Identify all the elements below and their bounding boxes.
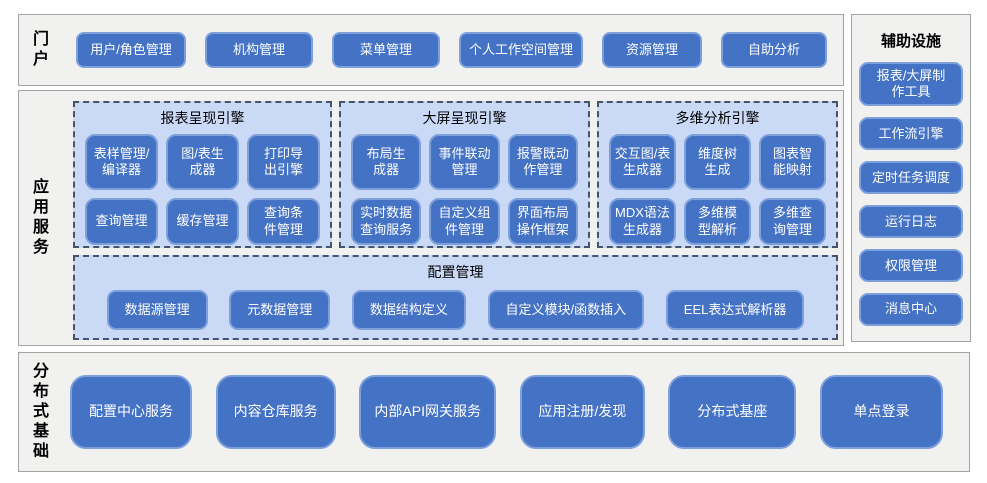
distributed-base-button[interactable]: 分布式基座 (668, 375, 797, 449)
scheduled-task-scheduler-button[interactable]: 定时任务调度 (859, 161, 963, 195)
internal-api-gateway-service-button[interactable]: 内部API网关服务 (359, 375, 497, 449)
engine-panels-row: 报表呈现引擎 表样管理/ 编译器 图/表生 成器 打印导 出引擎 查询管理 缓存… (73, 101, 838, 248)
menu-management-button[interactable]: 菜单管理 (332, 32, 440, 68)
personal-workspace-management-button[interactable]: 个人工作空间管理 (459, 32, 583, 68)
print-export-engine-button[interactable]: 打印导 出引擎 (247, 134, 320, 190)
custom-component-management-button[interactable]: 自定义组 件管理 (429, 198, 500, 245)
engine-panel-olap-title: 多维分析引擎 (675, 110, 760, 126)
cache-management-button[interactable]: 缓存管理 (166, 198, 239, 245)
user-role-management-button[interactable]: 用户/角色管理 (76, 32, 186, 68)
run-log-button[interactable]: 运行日志 (859, 205, 963, 239)
distributed-base-section: 分布式基础 配置中心服务 内容仓库服务 内部API网关服务 应用注册/发现 分布… (18, 352, 970, 472)
portal-section-label: 门户 (32, 31, 49, 68)
realtime-data-query-service-button[interactable]: 实时数据 查询服务 (351, 198, 422, 245)
permission-management-button[interactable]: 权限管理 (859, 249, 963, 283)
auxiliary-section: 辅助设施 报表/大屏制 作工具 工作流引擎 定时任务调度 运行日志 权限管理 消… (851, 14, 971, 342)
report-template-compiler-button[interactable]: 表样管理/ 编译器 (85, 134, 158, 190)
app-services-content: 报表呈现引擎 表样管理/ 编译器 图/表生 成器 打印导 出引擎 查询管理 缓存… (73, 101, 838, 345)
single-sign-on-button[interactable]: 单点登录 (819, 375, 943, 449)
portal-button-row: 用户/角色管理 机构管理 菜单管理 个人工作空间管理 资源管理 自助分析 (76, 32, 827, 68)
content-repo-service-button[interactable]: 内容仓库服务 (215, 375, 336, 449)
alarm-action-management-button[interactable]: 报警既动 作管理 (507, 134, 578, 190)
multidim-query-management-button[interactable]: 多维查 询管理 (759, 198, 826, 245)
layout-generator-button[interactable]: 布局生 成器 (351, 134, 422, 190)
engine-panel-report: 报表呈现引擎 表样管理/ 编译器 图/表生 成器 打印导 出引擎 查询管理 缓存… (73, 101, 332, 248)
config-management-panel-title: 配置管理 (427, 264, 484, 280)
resource-management-button[interactable]: 资源管理 (602, 32, 702, 68)
distributed-button-row: 配置中心服务 内容仓库服务 内部API网关服务 应用注册/发现 分布式基座 单点… (70, 375, 943, 449)
auxiliary-section-title: 辅助设施 (880, 32, 941, 50)
app-services-section-label: 应用服务 (32, 179, 49, 256)
custom-module-function-insert-button[interactable]: 自定义模块/函数插入 (487, 290, 645, 331)
app-services-section: 应用服务 报表呈现引擎 表样管理/ 编译器 图/表生 成器 打印导 出引擎 查询… (18, 90, 844, 346)
app-registry-discovery-button[interactable]: 应用注册/发现 (519, 375, 645, 449)
multidim-model-parsing-button[interactable]: 多维模 型解析 (684, 198, 751, 245)
chart-table-generator-button[interactable]: 图/表生 成器 (166, 134, 239, 190)
report-screen-authoring-tool-button[interactable]: 报表/大屏制 作工具 (859, 61, 963, 107)
ui-layout-framework-button[interactable]: 界面布局 操作框架 (507, 198, 578, 245)
self-service-analysis-button[interactable]: 自助分析 (721, 32, 827, 68)
engine-panel-olap-grid: 交互图/表 生成器 维度树 生成 图表智 能映射 MDX语法 生成器 多维模 型… (599, 134, 836, 245)
config-button-row: 数据源管理 元数据管理 数据结构定义 自定义模块/函数插入 EEL表达式解析器 (75, 288, 836, 332)
metadata-management-button[interactable]: 元数据管理 (229, 290, 331, 331)
config-center-service-button[interactable]: 配置中心服务 (70, 375, 192, 449)
mdx-syntax-generator-button[interactable]: MDX语法 生成器 (609, 198, 676, 245)
org-management-button[interactable]: 机构管理 (205, 32, 313, 68)
eel-expression-parser-button[interactable]: EEL表达式解析器 (665, 290, 805, 331)
engine-panel-report-title: 报表呈现引擎 (160, 110, 245, 126)
dimension-tree-generation-button[interactable]: 维度树 生成 (684, 134, 751, 190)
engine-panel-olap: 多维分析引擎 交互图/表 生成器 维度树 生成 图表智 能映射 MDX语法 生成… (597, 101, 838, 248)
distributed-base-section-label: 分布式基础 (32, 363, 49, 460)
engine-panel-bigscreen: 大屏呈现引擎 布局生 成器 事件联动 管理 报警既动 作管理 实时数据 查询服务… (339, 101, 590, 248)
query-management-button[interactable]: 查询管理 (85, 198, 158, 245)
engine-panel-report-grid: 表样管理/ 编译器 图/表生 成器 打印导 出引擎 查询管理 缓存管理 查询条 … (75, 134, 330, 245)
data-structure-definition-button[interactable]: 数据结构定义 (351, 290, 466, 331)
portal-section: 门户 用户/角色管理 机构管理 菜单管理 个人工作空间管理 资源管理 自助分析 (18, 14, 844, 86)
chart-smart-mapping-button[interactable]: 图表智 能映射 (759, 134, 826, 190)
event-linkage-management-button[interactable]: 事件联动 管理 (429, 134, 500, 190)
config-management-panel: 配置管理 数据源管理 元数据管理 数据结构定义 自定义模块/函数插入 EEL表达… (73, 255, 838, 340)
engine-panel-bigscreen-title: 大屏呈现引擎 (422, 110, 507, 126)
message-center-button[interactable]: 消息中心 (859, 293, 963, 327)
workflow-engine-button[interactable]: 工作流引擎 (859, 117, 963, 151)
query-condition-management-button[interactable]: 查询条 件管理 (247, 198, 320, 245)
engine-panel-bigscreen-grid: 布局生 成器 事件联动 管理 报警既动 作管理 实时数据 查询服务 自定义组 件… (341, 134, 588, 245)
interactive-chart-generator-button[interactable]: 交互图/表 生成器 (609, 134, 676, 190)
datasource-management-button[interactable]: 数据源管理 (106, 290, 208, 331)
